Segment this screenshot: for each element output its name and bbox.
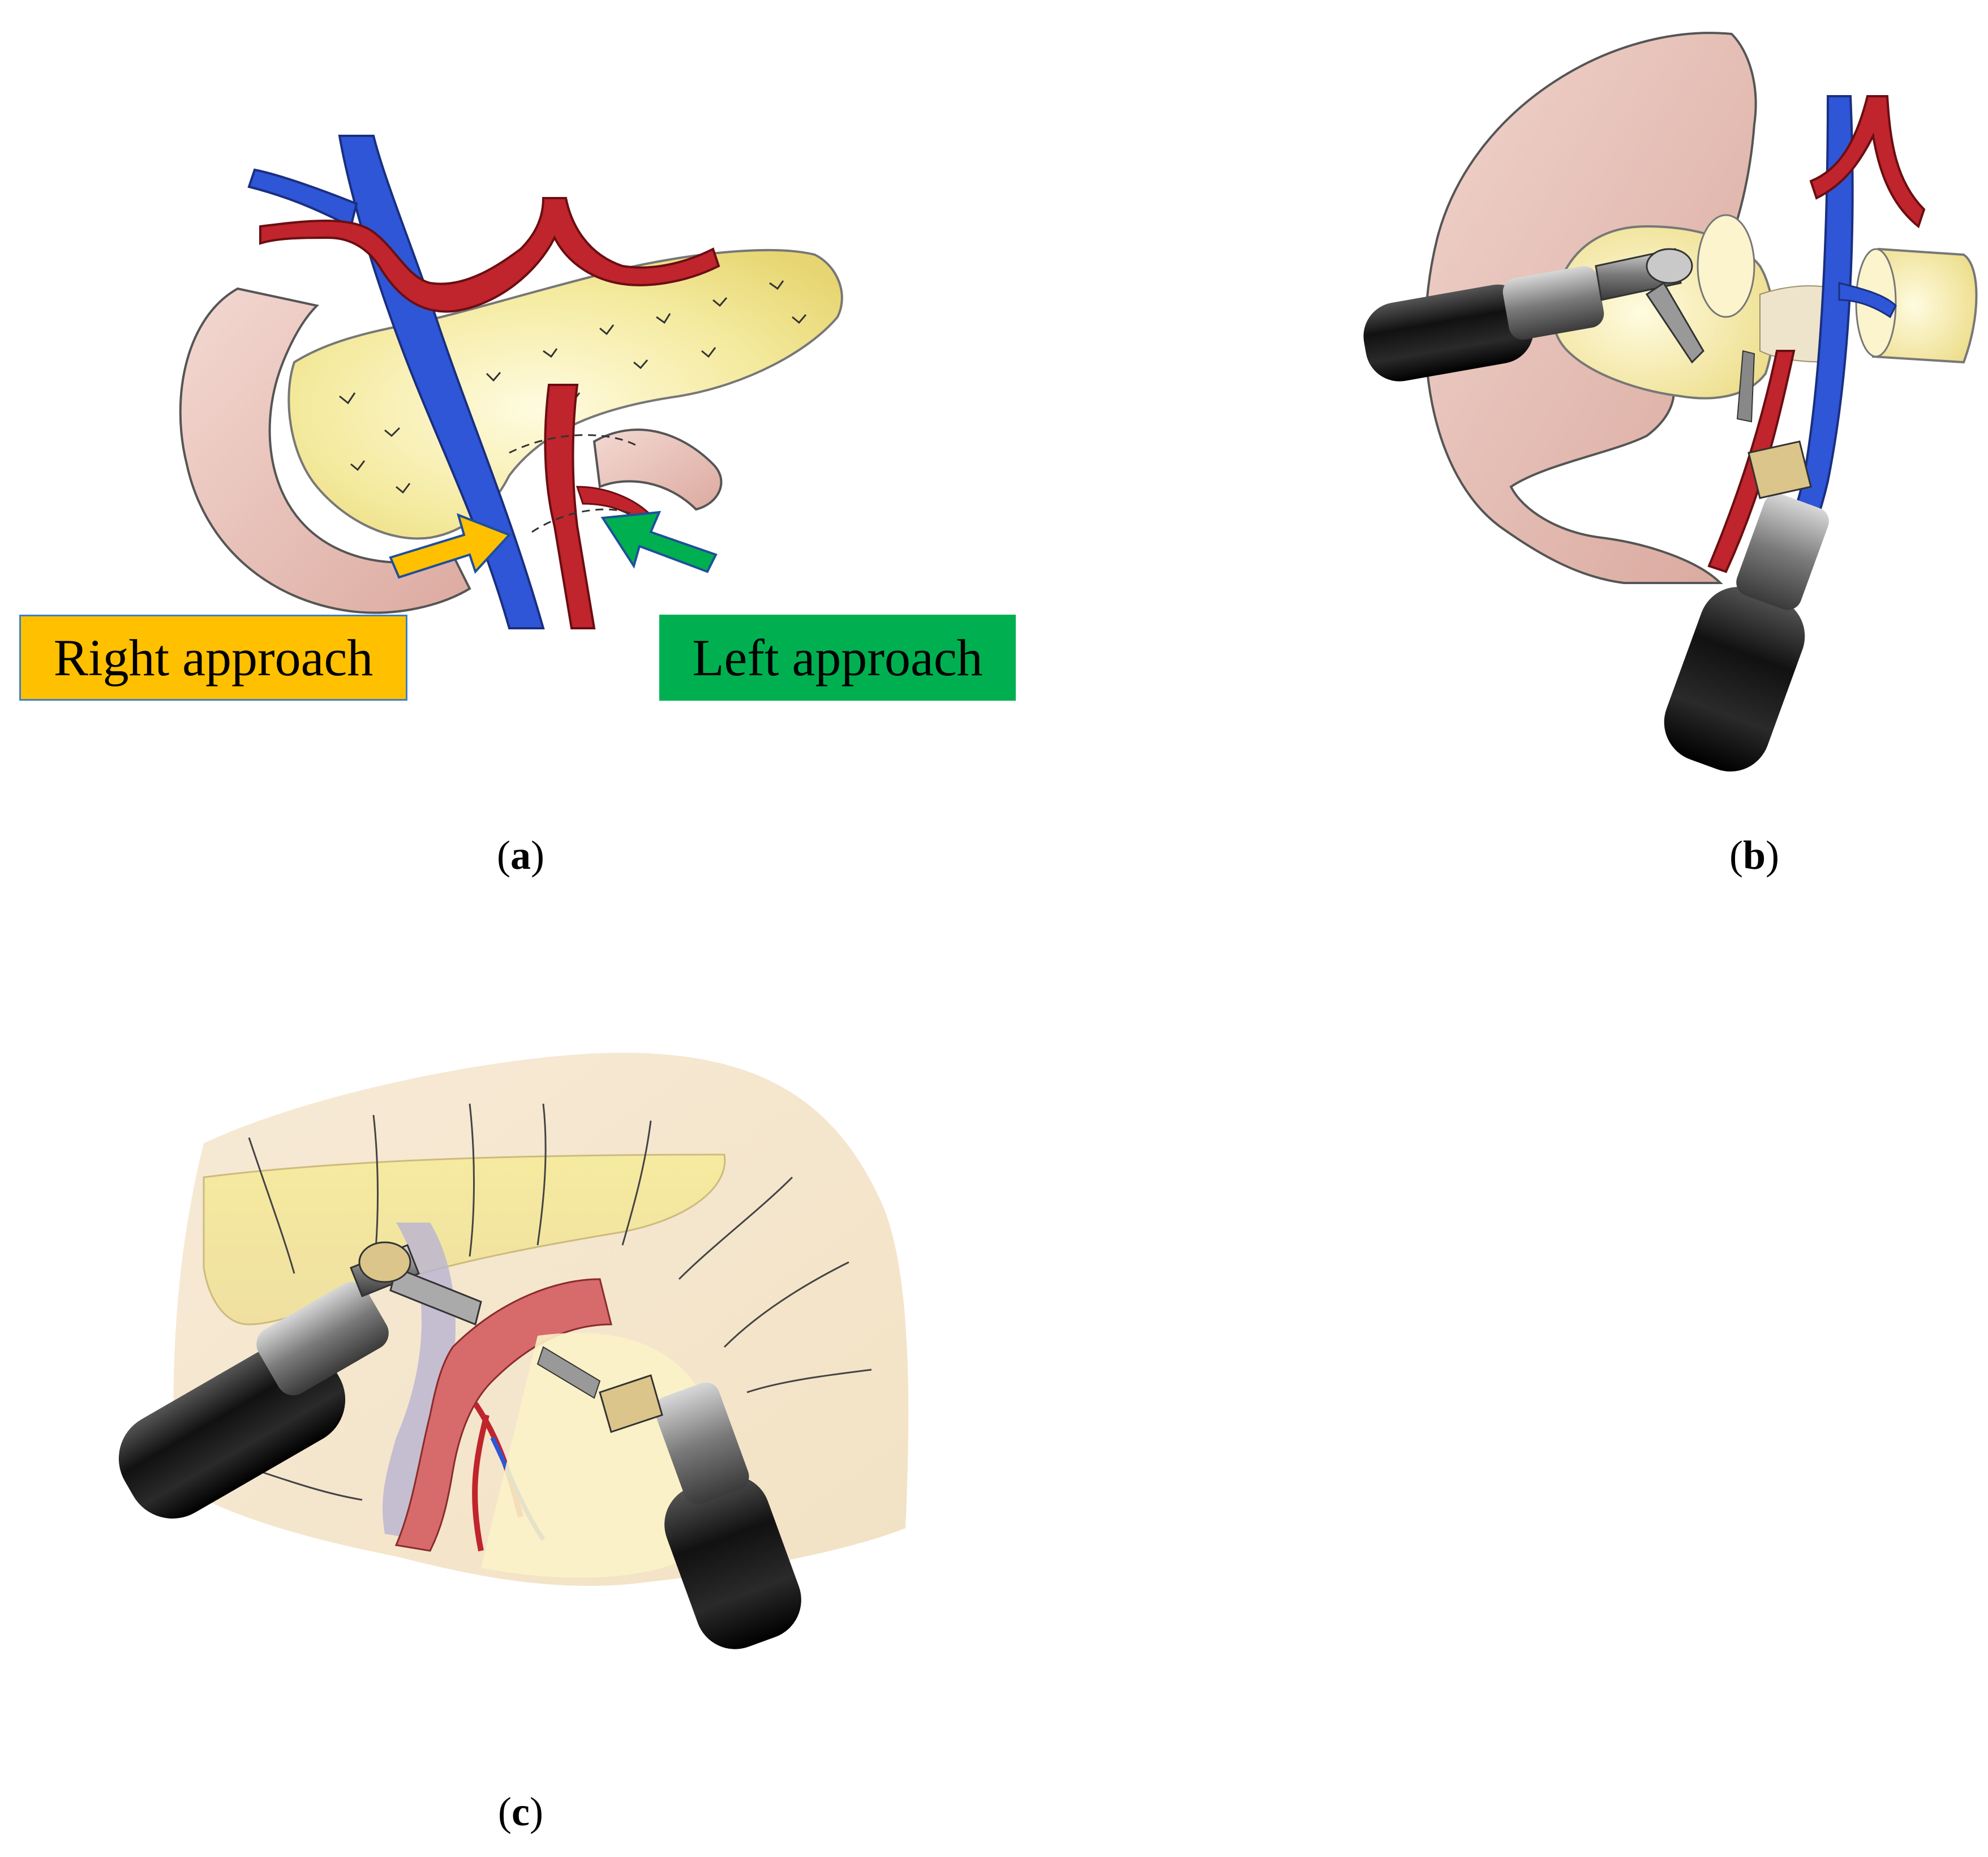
panel-a-illustration (0, 0, 1047, 906)
robotic-instrument-right (536, 1346, 801, 1649)
panel-b-illustration (1330, 0, 1988, 906)
panel-a-svg (179, 135, 843, 629)
panel-a-caption: (a) (497, 833, 544, 878)
left-approach-arrow (600, 511, 718, 573)
robotic-instrument-left (1363, 248, 1704, 381)
tissue-lines (248, 1103, 872, 1501)
panel-a-letter: a (510, 833, 531, 878)
vein-branch (1838, 282, 1897, 319)
artery (1809, 95, 1926, 229)
pancreas-tail (1871, 247, 1978, 364)
right-approach-label: Right approach (53, 629, 373, 687)
vein-branch (247, 168, 358, 228)
panel-b-letter: b (1742, 833, 1766, 878)
right-approach-arrow (389, 513, 512, 579)
dashed-outline (509, 434, 640, 533)
jejunum (592, 428, 723, 511)
pancreas-texture (339, 280, 807, 494)
right-approach-label-box: Right approach (19, 615, 407, 701)
pancreas-cut-surface (1697, 214, 1755, 318)
panel-c-caption: (c) (498, 1789, 543, 1834)
panel-b-caption: (b) (1729, 833, 1779, 878)
robotic-instrument-left (118, 1241, 482, 1519)
pancreas (203, 1153, 726, 1326)
panel-b-svg (1363, 32, 1978, 772)
left-approach-label-box: Left approach (659, 615, 1016, 701)
robotic-instrument-right (1664, 350, 1829, 772)
panel-c-svg (118, 1053, 909, 1649)
panel-c-letter: c (512, 1789, 530, 1834)
panel-c-illustration (0, 1007, 990, 1800)
left-approach-label: Left approach (692, 629, 983, 687)
duodenum (179, 287, 471, 614)
artery-sma (544, 384, 596, 629)
artery-celiac-branches (259, 197, 720, 313)
artery (394, 1278, 612, 1552)
